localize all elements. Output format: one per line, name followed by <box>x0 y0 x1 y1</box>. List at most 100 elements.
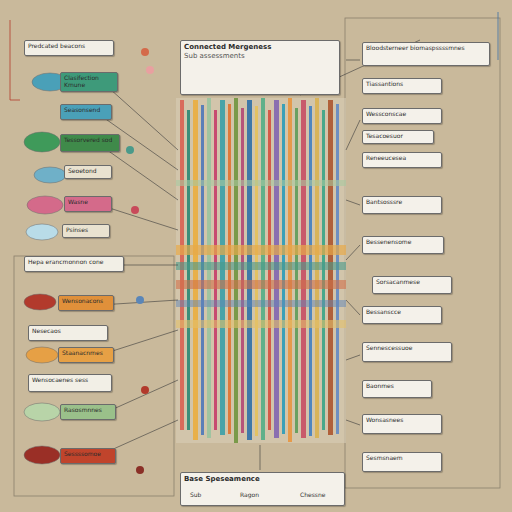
leader-line <box>346 200 360 205</box>
leader-line <box>260 445 261 470</box>
tag-text: Nesecaos <box>32 328 104 335</box>
label-tag: Nesecaos <box>28 325 108 341</box>
label-tag: Wensonacons <box>58 295 114 311</box>
label-tag: Seasonsend <box>60 104 112 120</box>
band <box>176 180 346 186</box>
tag-text: Connected Mergeness <box>184 43 336 51</box>
leaf <box>24 294 56 310</box>
tag-text: Reneeucesea <box>366 155 438 162</box>
label-tag: Psinses <box>62 224 110 238</box>
bracket <box>10 20 20 100</box>
label-tag: Wensocaenes sess <box>28 374 112 392</box>
leader-line <box>346 300 360 315</box>
label-tag: Staanacnmes <box>58 347 114 363</box>
tag-text: Sennescessuoe <box>366 345 448 352</box>
label-tag: Seoetond <box>64 165 112 179</box>
tag-text: Bloodsterneer biomaspssssmnes <box>366 45 486 52</box>
leader-line <box>346 420 360 425</box>
bar <box>255 106 258 436</box>
tag-text: Sessssomoe <box>64 451 112 458</box>
tag-text: Wessconscae <box>366 111 438 118</box>
bar <box>309 106 312 436</box>
label-tag: Baonmes <box>362 380 432 398</box>
leaf <box>34 167 66 183</box>
bar <box>295 108 298 433</box>
band <box>176 262 346 270</box>
leaf <box>24 132 60 152</box>
dot <box>131 206 139 214</box>
tag-text: Tessorvered sod <box>64 137 116 144</box>
tag-text: Staanacnmes <box>62 350 110 357</box>
bar <box>241 108 244 433</box>
bracket <box>498 12 499 60</box>
label-tag: Tesacoesuor <box>362 130 434 144</box>
band <box>176 320 346 328</box>
label-tag: Bantsosssre <box>362 196 442 214</box>
panel-box: Connected MergenessSub assessments <box>180 40 340 95</box>
tag-text: Bessanscce <box>366 309 438 316</box>
leader-line <box>346 355 360 360</box>
tag-text: Seoetond <box>68 168 108 175</box>
tag-text: Seasonsend <box>64 107 108 114</box>
leaf <box>26 347 58 363</box>
tag-text: Hepa erancmonnon cone <box>28 259 120 266</box>
tag-text: Baonmes <box>366 383 428 390</box>
label-tag: Tiassantions <box>362 78 442 94</box>
label-tag: Reneeucesea <box>362 152 442 168</box>
label-tag: Rasosmnnes <box>60 404 116 420</box>
label-tag: Clasifection Kmune <box>60 72 118 92</box>
dot <box>146 66 154 74</box>
tag-text: Wasne <box>68 199 108 206</box>
tag-text: Bantsosssre <box>366 199 438 206</box>
bar-backdrop <box>176 98 346 443</box>
label-tag: Wessconscae <box>362 108 442 124</box>
dot <box>136 466 144 474</box>
tag-subtext: Sub assessments <box>184 52 336 60</box>
label-tag: Wasne <box>64 196 112 212</box>
label-tag: Tessorvered sod <box>60 134 120 152</box>
label-tag: Sennescessuoe <box>362 342 452 362</box>
bracket-frame <box>14 256 174 496</box>
label-tag: Wonsasnees <box>362 414 442 434</box>
bar <box>234 98 238 443</box>
tag-text: Bessenensome <box>366 239 440 246</box>
tag-text: Rasosmnnes <box>64 407 112 414</box>
dot <box>141 48 149 56</box>
leaf <box>24 446 60 464</box>
bar-field <box>176 98 346 443</box>
label-tag: Bloodsterneer biomaspssssmnes <box>362 42 490 66</box>
caption-label: Chessne <box>300 492 325 499</box>
leaf <box>26 224 58 240</box>
tag-text: Wonsasnees <box>366 417 438 424</box>
label-tag: Bessenensome <box>362 236 444 254</box>
caption-label: Ragon <box>240 492 259 499</box>
leader-line <box>346 120 360 150</box>
dot <box>141 386 149 394</box>
panel-box: Base Speseamence <box>180 472 345 506</box>
label-tag: Sesmsnaem <box>362 452 442 472</box>
tag-text: Wensocaenes sess <box>32 377 108 384</box>
tag-text: Tesacoesuor <box>366 133 430 140</box>
tag-text: Predcated beacons <box>28 43 110 50</box>
caption-label: Sub <box>190 492 201 499</box>
tag-text: Clasifection Kmune <box>64 75 114 89</box>
tag-text: Sorsacanmese <box>376 279 448 286</box>
leader-line <box>346 60 360 61</box>
leader-lines <box>100 40 420 470</box>
tag-text: Tiassantions <box>366 81 438 88</box>
tag-text: Base Speseamence <box>184 475 341 483</box>
band <box>176 280 346 289</box>
band <box>176 300 346 307</box>
band <box>176 245 346 255</box>
tag-text: Psinses <box>66 227 106 234</box>
tag-text: Wensonacons <box>62 298 110 305</box>
tag-text: Sesmsnaem <box>366 455 438 462</box>
leader-line <box>346 245 360 260</box>
dots <box>126 48 154 474</box>
leaf <box>24 403 60 421</box>
dot <box>126 146 134 154</box>
label-tag: Sorsacanmese <box>372 276 452 294</box>
label-tag: Hepa erancmonnon cone <box>24 256 124 272</box>
dot <box>136 296 144 304</box>
leaf <box>27 196 63 214</box>
